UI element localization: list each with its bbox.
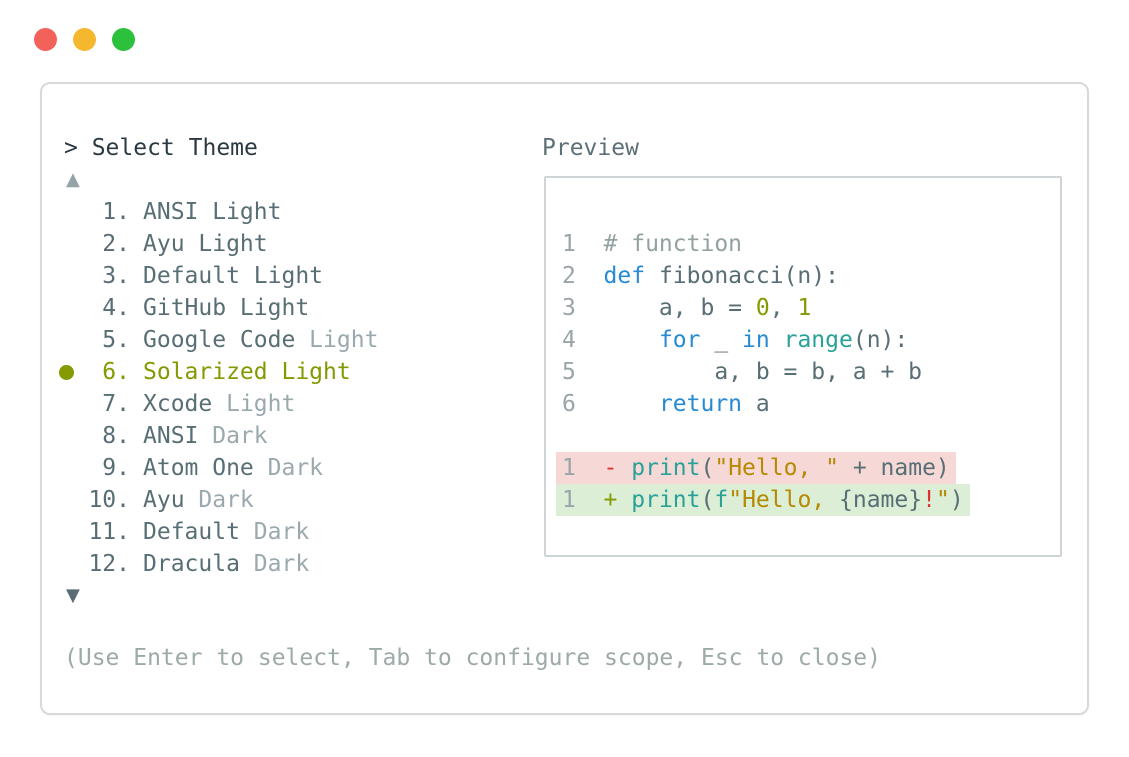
code-line: 2 def fibonacci(n): (562, 263, 839, 289)
theme-item-number: 4. (102, 295, 130, 321)
theme-item-variant: Light (212, 391, 296, 417)
theme-list-item[interactable]: 6. Solarized Light (59, 356, 542, 388)
line-number: 6 (562, 391, 604, 417)
theme-item-name: Solarized Light (143, 359, 351, 385)
theme-list-item[interactable]: 9. Atom One Dark (64, 452, 542, 484)
bullet-spacer (64, 196, 88, 228)
theme-list-item[interactable]: 4. GitHub Light (64, 292, 542, 324)
bullet-spacer (64, 484, 88, 516)
theme-item-name: Ayu (143, 487, 185, 513)
bullet-spacer (64, 260, 88, 292)
theme-item-variant: Dark (239, 551, 310, 577)
preview-column: Preview 1 # function 2 def fibonacci(n): 3… (542, 132, 1063, 612)
theme-item-variant: Dark (239, 519, 310, 545)
theme-item-number: 8. (102, 423, 130, 449)
zoom-button-icon[interactable] (112, 28, 135, 51)
theme-item-number: 2. (102, 231, 130, 257)
line-number: 1 (562, 455, 604, 481)
code-blank-line (558, 420, 1060, 452)
code-line: 4 for _ in range(n): (562, 327, 909, 353)
close-button-icon[interactable] (34, 28, 57, 51)
line-number: 1 (562, 231, 604, 257)
bullet-spacer (64, 324, 88, 356)
code-preview: 1 # function 2 def fibonacci(n): 3 a, b = … (556, 228, 1060, 516)
selected-bullet-icon (59, 356, 88, 388)
bullet-spacer (64, 228, 88, 260)
minimize-button-icon[interactable] (73, 28, 96, 51)
theme-list-item[interactable]: 2. Ayu Light (64, 228, 542, 260)
theme-item-variant: Dark (198, 423, 268, 449)
window-controls (34, 28, 135, 51)
bullet-spacer (64, 548, 88, 580)
theme-list: 1. ANSI Light 2. Ayu Light 3. Default Light 4.… (59, 196, 542, 580)
code-line: 3 a, b = 0, 1 (562, 295, 812, 321)
theme-item-name: ANSI Light (143, 199, 282, 225)
theme-item-variant: Light (295, 327, 379, 353)
theme-item-number: 9. (102, 455, 130, 481)
theme-item-name: Dracula (143, 551, 240, 577)
code-line: 1 - print("Hello, " + name) (556, 452, 1060, 484)
theme-list-item[interactable]: 7. Xcode Light (64, 388, 542, 420)
code-line: 1 + print(f"Hello, {name}!") (556, 484, 1060, 516)
theme-list-item[interactable]: 8. ANSI Dark (64, 420, 542, 452)
code-line: 1 # function (562, 231, 743, 257)
code-line: 5 a, b = b, a + b (562, 359, 923, 385)
theme-item-number: 7. (102, 391, 130, 417)
bullet-spacer (64, 516, 88, 548)
bullet-spacer (64, 452, 88, 484)
theme-list-item[interactable]: 12. Dracula Dark (64, 548, 542, 580)
preview-label: Preview (542, 135, 639, 161)
theme-list-item[interactable]: 11. Default Dark (64, 516, 542, 548)
bullet-spacer (64, 420, 88, 452)
code-line: 6 return a (562, 391, 770, 417)
theme-item-name: Default Light (143, 263, 324, 289)
theme-list-item[interactable]: 5. Google Code Light (64, 324, 542, 356)
theme-item-name: Google Code (143, 327, 296, 353)
theme-item-number: 6. (102, 359, 130, 385)
theme-item-name: Default (143, 519, 240, 545)
scroll-down-icon[interactable]: ▼ (66, 585, 80, 606)
theme-list-item[interactable]: 3. Default Light (64, 260, 542, 292)
theme-list-column: > Select Theme ▲ 1. ANSI Light 2. Ayu Light… (59, 132, 542, 612)
theme-list-item[interactable]: 1. ANSI Light (64, 196, 542, 228)
help-text: (Use Enter to select, Tab to configure s… (64, 645, 881, 671)
line-number: 1 (562, 487, 604, 513)
theme-item-number: 12. (88, 551, 130, 577)
theme-item-name: ANSI (143, 423, 199, 449)
bullet-spacer (64, 388, 88, 420)
theme-item-name: GitHub Light (143, 295, 310, 321)
theme-item-name: Atom One (143, 455, 254, 481)
preview-box: 1 # function 2 def fibonacci(n): 3 a, b = … (544, 176, 1062, 557)
theme-item-number: 11. (88, 519, 130, 545)
scroll-up-icon[interactable]: ▲ (66, 169, 80, 190)
picker-columns: > Select Theme ▲ 1. ANSI Light 2. Ayu Light… (59, 132, 1063, 612)
theme-item-name: Ayu Light (143, 231, 268, 257)
theme-picker-panel: > Select Theme ▲ 1. ANSI Light 2. Ayu Light… (40, 82, 1089, 715)
theme-item-name: Xcode (143, 391, 213, 417)
theme-list-item[interactable]: 10. Ayu Dark (64, 484, 542, 516)
theme-item-number: 3. (102, 263, 130, 289)
theme-item-number: 1. (102, 199, 130, 225)
theme-item-variant: Dark (253, 455, 324, 481)
theme-item-number: 5. (102, 327, 130, 353)
line-number: 3 (562, 295, 604, 321)
select-theme-prompt: > Select Theme (64, 135, 258, 161)
line-number: 4 (562, 327, 604, 353)
line-number: 5 (562, 359, 604, 385)
theme-item-number: 10. (88, 487, 130, 513)
bullet-spacer (64, 292, 88, 324)
theme-item-variant: Dark (184, 487, 254, 513)
line-number: 2 (562, 263, 604, 289)
